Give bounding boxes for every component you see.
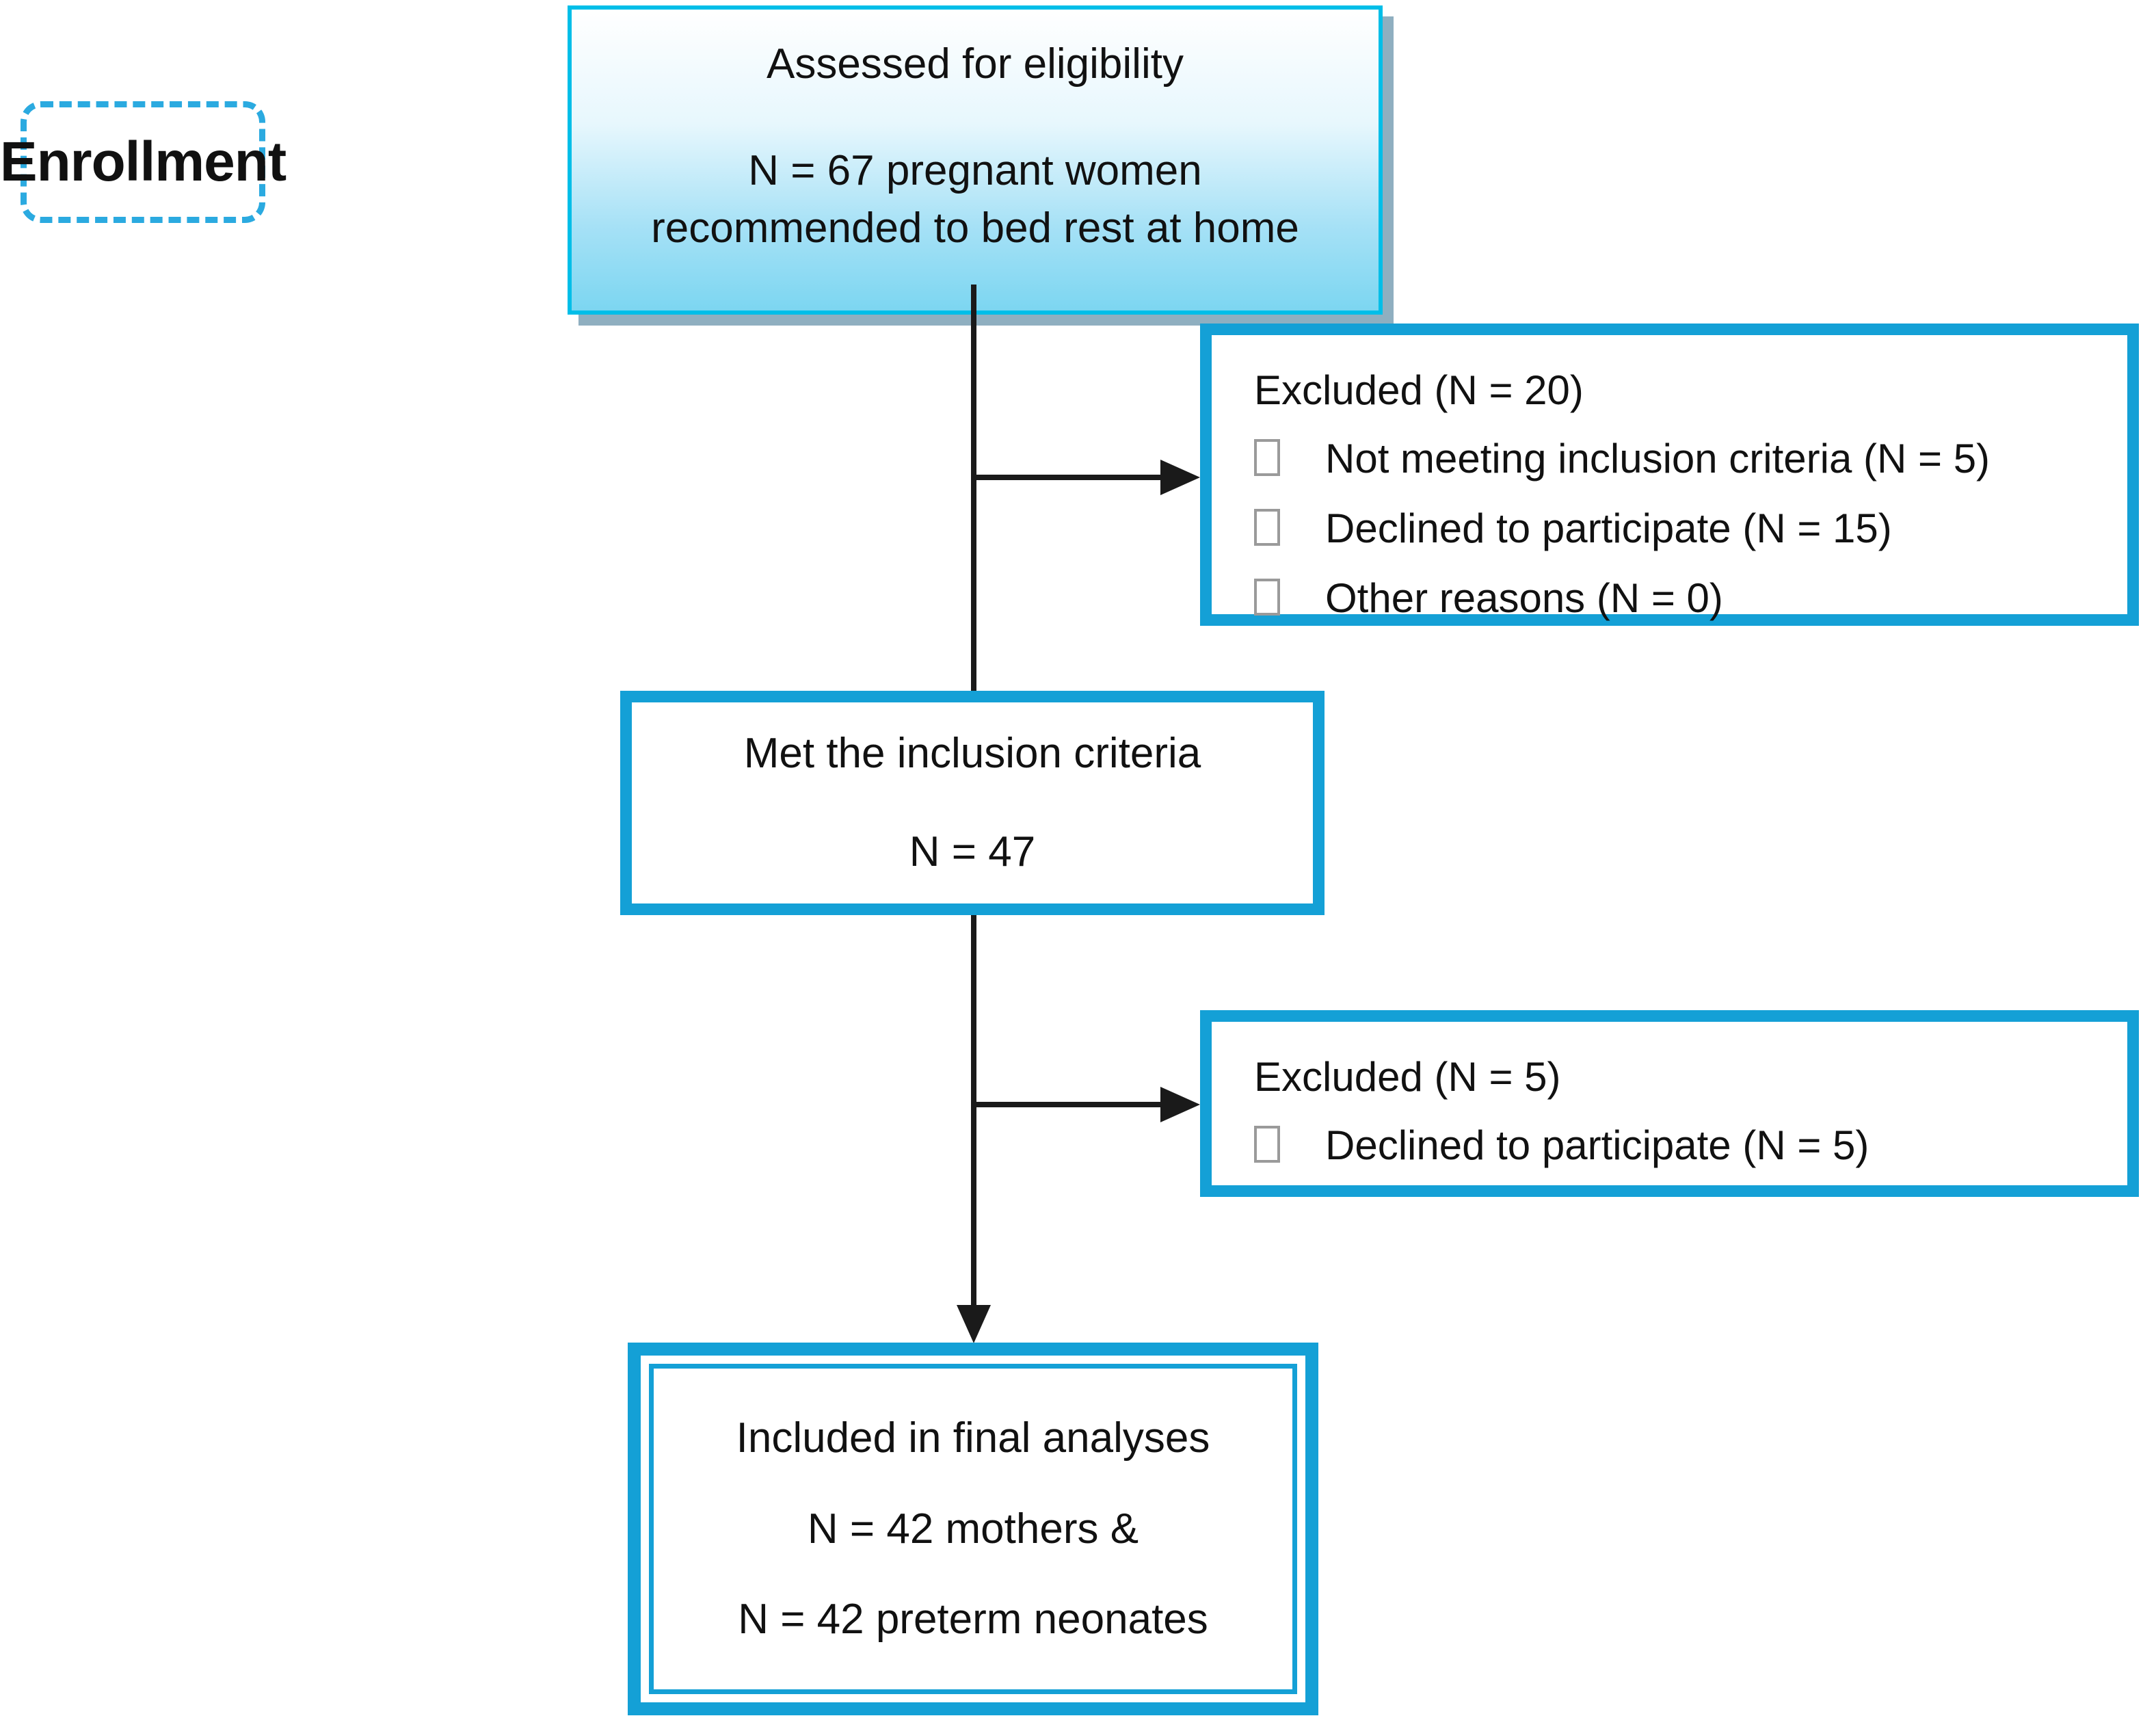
excluded-box-2: Excluded (N = 5) Declined to participate… bbox=[1200, 1010, 2139, 1197]
connector-top-to-met bbox=[971, 285, 976, 692]
connector-met-to-final bbox=[971, 915, 976, 1310]
excluded-2-item: Declined to participate (N = 5) bbox=[1254, 1122, 2107, 1170]
final-title: Included in final analyses bbox=[736, 1414, 1210, 1462]
enrollment-stage-box: Enrollment bbox=[0, 101, 287, 223]
enrollment-stage-label: Enrollment bbox=[0, 131, 287, 193]
missing-glyph-bullet-icon bbox=[1254, 509, 1280, 546]
assessed-count-line: N = 67 pregnant women bbox=[748, 147, 1202, 194]
excluded-box-1: Excluded (N = 20) Not meeting inclusion … bbox=[1200, 324, 2139, 626]
excluded-1-item-text: Declined to participate (N = 15) bbox=[1325, 505, 1892, 551]
missing-glyph-bullet-icon bbox=[1254, 1126, 1280, 1163]
arrowhead-excluded-2 bbox=[1160, 1087, 1200, 1122]
excluded-1-item: Not meeting inclusion criteria (N = 5) bbox=[1254, 435, 2107, 483]
connector-branch-excluded-1 bbox=[974, 475, 1164, 480]
excluded-2-title: Excluded (N = 5) bbox=[1254, 1054, 1561, 1100]
final-neonates-count: N = 42 preterm neonates bbox=[738, 1596, 1208, 1644]
met-title: Met the inclusion criteria bbox=[743, 730, 1201, 777]
arrowhead-final bbox=[957, 1305, 991, 1343]
met-inclusion-criteria-box: Met the inclusion criteria N = 47 bbox=[620, 691, 1325, 915]
assessed-title: Assessed for eligibility bbox=[767, 40, 1184, 88]
assessed-detail-line: recommended to bed rest at home bbox=[651, 204, 1299, 252]
assessed-for-eligibility-box: Assessed for eligibility N = 67 pregnant… bbox=[568, 5, 1383, 315]
excluded-1-title: Excluded (N = 20) bbox=[1254, 367, 1584, 413]
met-count: N = 47 bbox=[909, 828, 1036, 875]
missing-glyph-bullet-icon bbox=[1254, 439, 1280, 476]
arrowhead-excluded-1 bbox=[1160, 460, 1200, 495]
included-final-analyses-inner: Included in final analyses N = 42 mother… bbox=[649, 1364, 1297, 1694]
connector-branch-excluded-2 bbox=[974, 1102, 1164, 1107]
excluded-1-item-text: Not meeting inclusion criteria (N = 5) bbox=[1325, 436, 1991, 481]
missing-glyph-bullet-icon bbox=[1254, 579, 1280, 616]
excluded-1-item: Other reasons (N = 0) bbox=[1254, 575, 2107, 622]
excluded-1-item-text: Other reasons (N = 0) bbox=[1325, 575, 1723, 621]
excluded-2-item-text: Declined to participate (N = 5) bbox=[1325, 1122, 1869, 1168]
final-mothers-count: N = 42 mothers & bbox=[807, 1505, 1139, 1553]
included-final-analyses-box: Included in final analyses N = 42 mother… bbox=[628, 1343, 1318, 1715]
excluded-1-item: Declined to participate (N = 15) bbox=[1254, 505, 2107, 553]
